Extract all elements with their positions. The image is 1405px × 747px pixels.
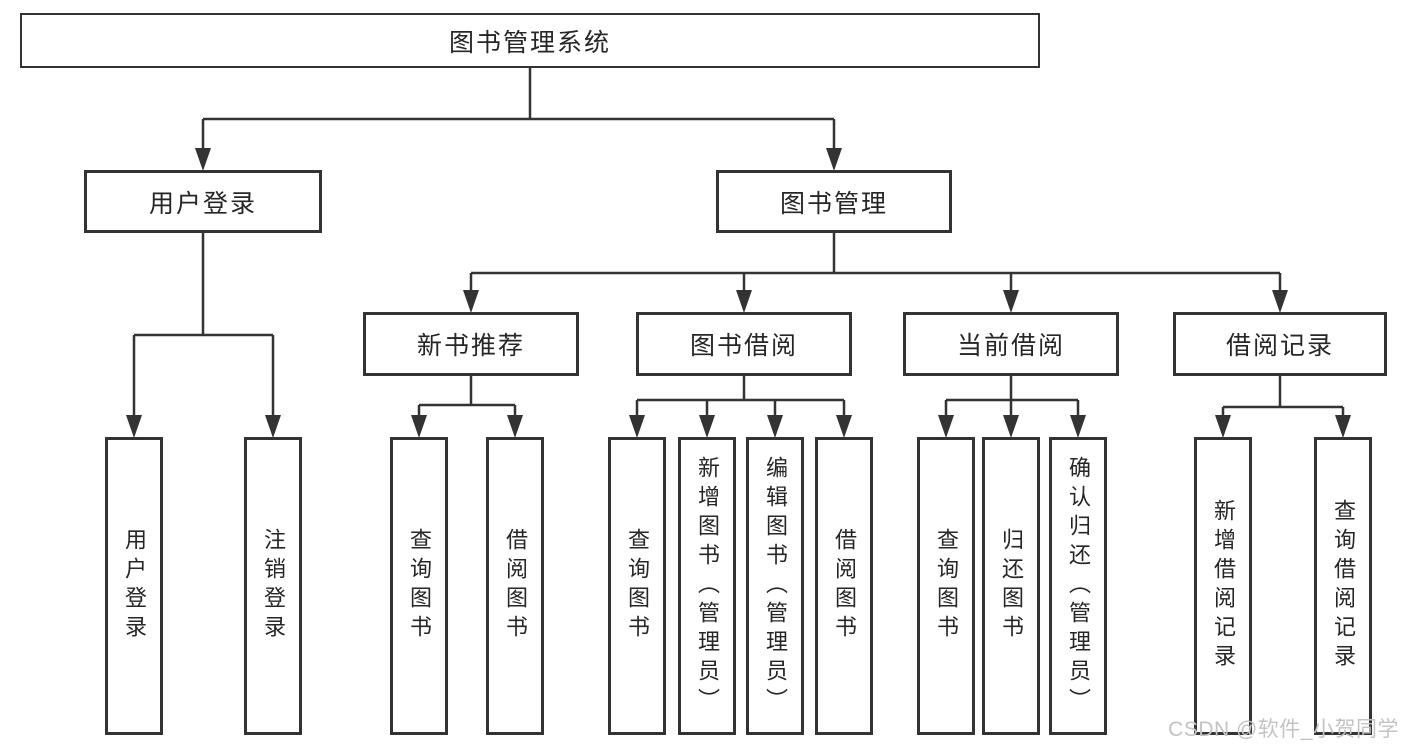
arrowhead-down-icon xyxy=(1335,415,1351,438)
node-borrow-records: 借阅记录 xyxy=(1173,312,1387,376)
node-book-borrow: 图书借阅 xyxy=(636,312,852,376)
node-label: 归还图书 xyxy=(999,528,1024,644)
node-label: 图书管理系统 xyxy=(448,28,611,57)
node-cb-query-books: 查询图书 xyxy=(917,437,975,735)
node-label: 新书推荐 xyxy=(416,332,525,360)
node-logout-op: 注销登录 xyxy=(244,437,302,735)
arrowhead-down-icon xyxy=(265,415,281,438)
node-label: 查询图书 xyxy=(625,528,650,644)
arrowhead-down-icon xyxy=(411,415,427,438)
node-bb-borrow-books: 借阅图书 xyxy=(815,437,873,735)
node-label: 借阅图书 xyxy=(832,528,857,644)
arrowhead-down-icon xyxy=(507,415,523,438)
arrowhead-down-icon xyxy=(1070,415,1086,438)
arrowhead-down-icon xyxy=(1215,415,1231,438)
arrowhead-down-icon xyxy=(629,415,645,438)
arrowhead-down-icon xyxy=(938,415,954,438)
arrowhead-down-icon xyxy=(126,415,142,438)
node-nr-query-books: 查询图书 xyxy=(390,437,448,735)
node-cb-confirm-return: 确认归还（管理员） xyxy=(1049,437,1107,735)
node-book-mgmt: 图书管理 xyxy=(716,170,952,233)
node-label: 新增借阅记录 xyxy=(1211,499,1236,673)
node-br-query-record: 查询借阅记录 xyxy=(1314,437,1372,735)
arrowhead-down-icon xyxy=(836,415,852,438)
node-cb-return-book: 归还图书 xyxy=(982,437,1040,735)
node-label: 借阅图书 xyxy=(503,528,528,644)
watermark: CSDN @软件_小贺同学 xyxy=(1168,718,1399,741)
node-label: 编辑图书（管理员） xyxy=(763,455,788,717)
node-nr-borrow-books: 借阅图书 xyxy=(486,437,544,735)
node-label: 注销登录 xyxy=(261,528,286,644)
node-label: 借阅记录 xyxy=(1225,332,1334,360)
node-label: 用户登录 xyxy=(148,189,257,218)
node-label: 当前借阅 xyxy=(956,332,1065,360)
node-bb-edit-book: 编辑图书（管理员） xyxy=(746,437,804,735)
node-new-book-rec: 新书推荐 xyxy=(363,312,579,376)
node-label: 用户登录 xyxy=(122,528,147,644)
node-bb-query-books: 查询图书 xyxy=(608,437,666,735)
node-label: 确认归还（管理员） xyxy=(1066,455,1091,717)
node-root: 图书管理系统 xyxy=(20,13,1040,68)
node-current-borrow: 当前借阅 xyxy=(903,312,1119,376)
arrowhead-down-icon xyxy=(1003,290,1019,313)
node-label: 查询图书 xyxy=(934,528,959,644)
node-label: 图书管理 xyxy=(779,189,888,218)
arrowhead-down-icon xyxy=(463,290,479,313)
arrowhead-down-icon xyxy=(826,148,842,171)
arrowhead-down-icon xyxy=(736,290,752,313)
node-br-add-record: 新增借阅记录 xyxy=(1194,437,1252,735)
node-label: 图书借阅 xyxy=(689,332,798,360)
arrowhead-down-icon xyxy=(699,415,715,438)
arrowhead-down-icon xyxy=(767,415,783,438)
arrowhead-down-icon xyxy=(195,148,211,171)
arrowhead-down-icon xyxy=(1272,290,1288,313)
node-label: 新增图书（管理员） xyxy=(695,455,720,717)
node-label: 查询借阅记录 xyxy=(1331,499,1356,673)
node-user-login: 用户登录 xyxy=(84,170,322,233)
node-label: 查询图书 xyxy=(407,528,432,644)
node-user-login-op: 用户登录 xyxy=(105,437,163,735)
node-bb-add-book: 新增图书（管理员） xyxy=(678,437,736,735)
arrowhead-down-icon xyxy=(1003,415,1019,438)
